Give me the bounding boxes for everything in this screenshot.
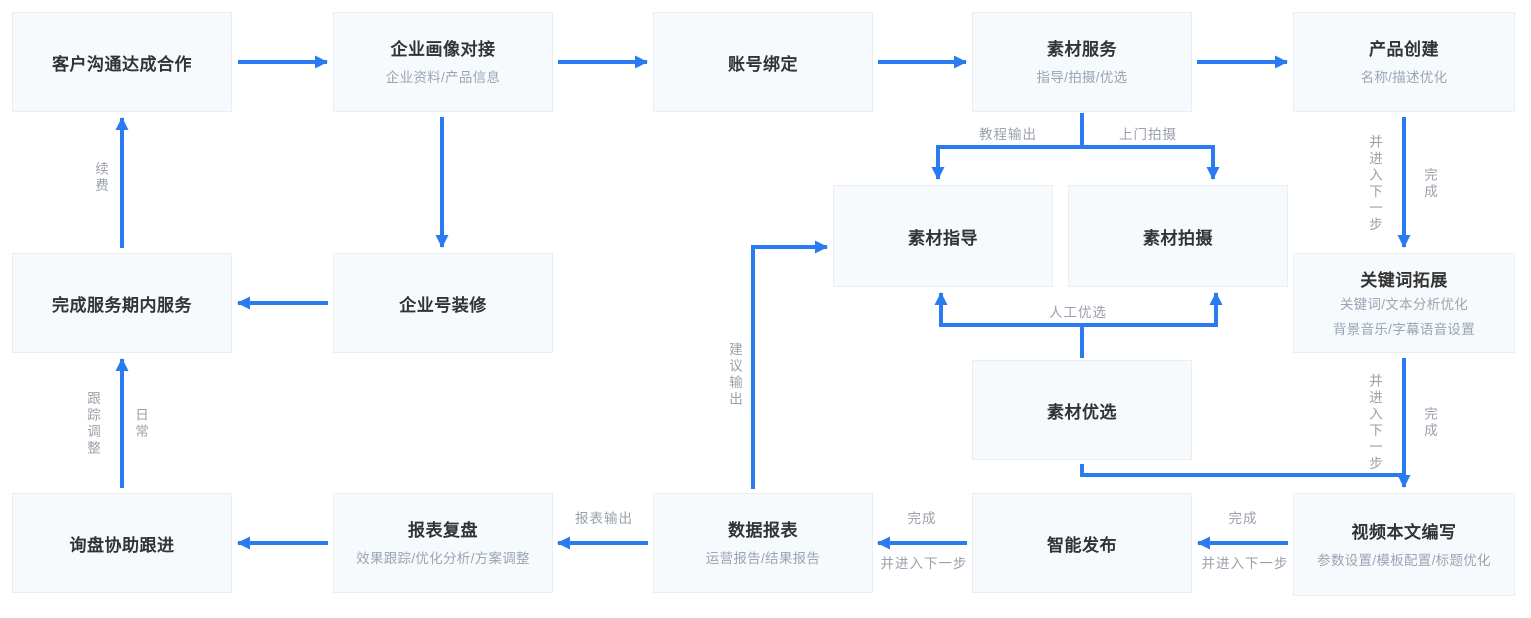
node-smart-publish: 智能发布 xyxy=(972,493,1192,593)
node-material-guidance: 素材指导 xyxy=(833,185,1053,287)
node-title: 企业号装修 xyxy=(399,295,487,315)
edge-label-done-keyword: 完成 xyxy=(1422,406,1437,440)
node-product-creation: 产品创建 名称/描述优化 xyxy=(1293,12,1515,112)
node-material-selection: 素材优选 xyxy=(972,360,1192,460)
node-title: 素材服务 xyxy=(1047,40,1117,60)
node-report-review: 报表复盘 效果跟踪/优化分析/方案调整 xyxy=(333,493,553,593)
node-title: 产品创建 xyxy=(1369,40,1439,60)
edge-optimize-to-guide xyxy=(934,292,1084,358)
node-customer-cooperation: 客户沟通达成合作 xyxy=(12,12,232,112)
edge-label-suggestion-output: 建议输出 xyxy=(727,342,742,408)
node-title: 账号绑定 xyxy=(728,54,798,74)
edge-label-report-output: 报表输出 xyxy=(575,511,633,526)
node-subtitle: 关键词/文本分析优化 xyxy=(1339,296,1469,312)
edge-datareport-to-guide xyxy=(751,240,828,489)
edge-label-next-step-publish: 并进入下一步 xyxy=(880,556,968,571)
node-service-period-complete: 完成服务期内服务 xyxy=(12,253,232,353)
node-subtitle: 效果跟踪/优化分析/方案调整 xyxy=(356,551,530,567)
node-subtitle: 运营报告/结果报告 xyxy=(705,551,821,567)
node-enterprise-profile: 企业画像对接 企业资料/产品信息 xyxy=(333,12,553,112)
node-subtitle: 参数设置/模板配置/标题优化 xyxy=(1317,552,1491,568)
edge-label-daily: 日常 xyxy=(133,407,148,441)
node-subtitle-2: 背景音乐/字幕语音设置 xyxy=(1332,321,1476,337)
edge-label-tracking-adjust: 跟踪调整 xyxy=(85,391,100,457)
node-title: 素材拍摄 xyxy=(1143,228,1213,248)
edge-label-next-step-keyword: 并进入下一步 xyxy=(1367,373,1382,473)
edge-label-tutorial-output: 教程输出 xyxy=(979,127,1037,142)
edge-material-to-guide xyxy=(931,113,1084,180)
edge-optimize-to-videoedit xyxy=(1080,464,1406,477)
node-account-binding: 账号绑定 xyxy=(653,12,873,112)
edge-label-done-publish: 完成 xyxy=(907,511,937,526)
node-title: 关键词拓展 xyxy=(1360,270,1448,290)
node-title: 素材指导 xyxy=(908,228,978,248)
node-title: 智能发布 xyxy=(1047,535,1117,555)
node-subtitle: 指导/拍摄/优选 xyxy=(1036,70,1128,86)
node-subtitle: 企业资料/产品信息 xyxy=(385,70,501,86)
edge-label-done-video: 完成 xyxy=(1228,511,1258,526)
edge-optimize-to-shoot xyxy=(1082,292,1223,327)
edge-material-to-shoot xyxy=(1082,145,1220,180)
node-material-service: 素材服务 指导/拍摄/优选 xyxy=(972,12,1192,112)
node-title: 数据报表 xyxy=(728,521,798,541)
node-title: 询盘协助跟进 xyxy=(69,535,175,555)
node-material-shooting: 素材拍摄 xyxy=(1068,185,1288,287)
edge-label-renewal: 续费 xyxy=(93,161,108,195)
edge-label-done-product: 完成 xyxy=(1422,167,1437,201)
node-enterprise-account-decoration: 企业号装修 xyxy=(333,253,553,353)
node-title: 视频本文编写 xyxy=(1351,522,1457,542)
edge-label-next-step-product: 并进入下一步 xyxy=(1367,134,1382,234)
edge-label-onsite-shooting: 上门拍摄 xyxy=(1119,127,1177,142)
node-title: 报表复盘 xyxy=(408,521,478,541)
node-title: 客户沟通达成合作 xyxy=(52,54,192,74)
node-keyword-expansion: 关键词拓展 关键词/文本分析优化 背景音乐/字幕语音设置 xyxy=(1293,253,1515,353)
edge-label-manual-selection: 人工优选 xyxy=(1049,305,1107,320)
node-title: 完成服务期内服务 xyxy=(52,295,192,315)
edge-label-next-step-video: 并进入下一步 xyxy=(1201,556,1289,571)
node-data-report: 数据报表 运营报告/结果报告 xyxy=(653,493,873,593)
node-inquiry-follow-up: 询盘协助跟进 xyxy=(12,493,232,593)
node-video-script-editing: 视频本文编写 参数设置/模板配置/标题优化 xyxy=(1293,493,1515,596)
node-title: 素材优选 xyxy=(1047,402,1117,422)
node-subtitle: 名称/描述优化 xyxy=(1360,70,1448,86)
node-title: 企业画像对接 xyxy=(390,40,496,60)
